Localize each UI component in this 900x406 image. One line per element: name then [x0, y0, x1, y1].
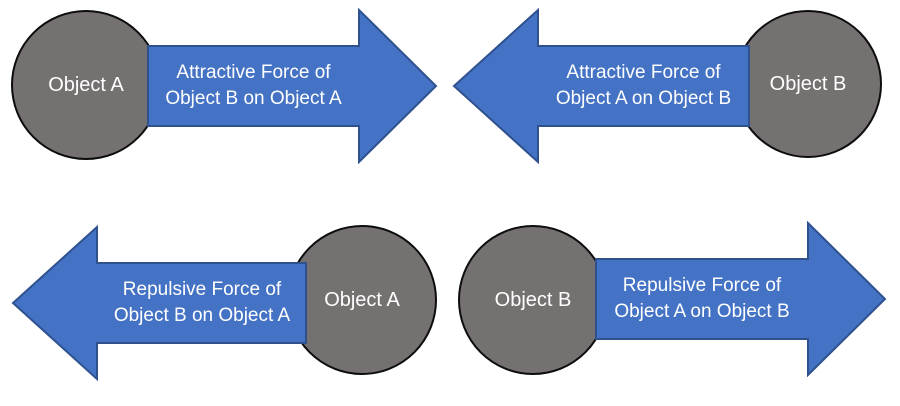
arrow-label: Attractive Force of Object B on Object A	[148, 8, 359, 164]
arrow-label-line2: Object A on Object B	[614, 301, 790, 322]
object-b-circle-bottom-right: Object B	[458, 225, 608, 375]
arrow-label: Repulsive Force of Object A on Object B	[596, 221, 808, 377]
object-b-circle-top-right: Object B	[734, 10, 882, 158]
object-a-circle-bottom-left: Object A	[287, 225, 437, 375]
repulsive-force-on-a-arrow: Repulsive Force of Object B on Object A	[11, 225, 307, 381]
circle-label: Object B	[494, 288, 572, 311]
arrow-label: Attractive Force of Object A on Object B	[538, 8, 749, 164]
arrow-label-line1: Attractive Force of	[566, 62, 721, 83]
arrow-label-line2: Object B on Object A	[165, 88, 342, 109]
arrow-label-line1: Repulsive Force of	[622, 275, 782, 296]
circle-label: Object B	[769, 72, 847, 95]
circle-label: Object A	[48, 73, 124, 96]
repulsive-force-on-b-arrow: Repulsive Force of Object A on Object B	[595, 221, 887, 377]
circle-label: Object A	[324, 288, 400, 311]
attractive-force-on-a-arrow: Attractive Force of Object B on Object A	[147, 8, 438, 164]
right-arrow-icon	[595, 221, 887, 377]
object-a-circle-top-left: Object A	[11, 10, 161, 160]
left-arrow-icon	[452, 8, 750, 164]
attractive-force-on-b-arrow: Attractive Force of Object A on Object B	[452, 8, 750, 164]
arrow-label: Repulsive Force of Object B on Object A	[97, 225, 307, 381]
right-arrow-icon	[147, 8, 438, 164]
arrow-label-line1: Attractive Force of	[176, 62, 331, 83]
arrow-label-line1: Repulsive Force of	[122, 279, 282, 300]
left-arrow-icon	[11, 225, 307, 381]
arrow-label-line2: Object A on Object B	[555, 88, 732, 109]
arrow-label-line2: Object B on Object A	[113, 305, 291, 326]
